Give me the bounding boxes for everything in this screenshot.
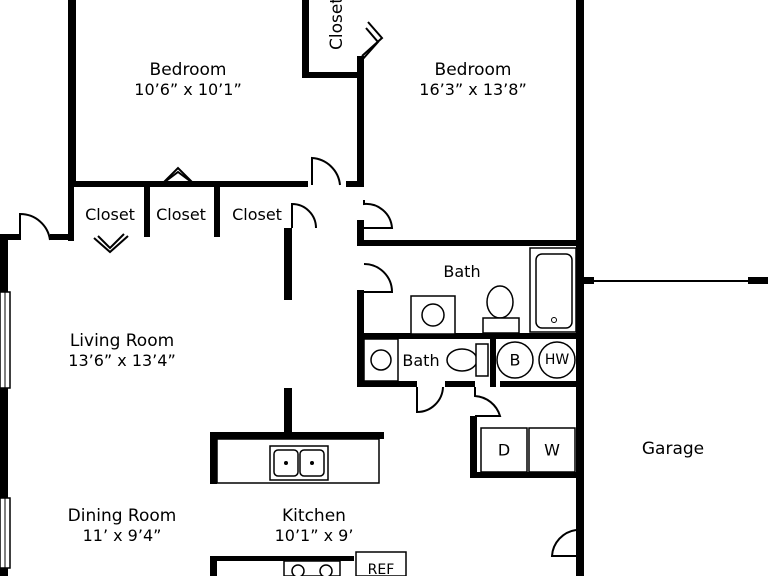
closet-label-2: Closet [156,205,206,224]
room-name: Bedroom [149,60,227,80]
room-name: Kitchen [282,506,346,526]
room-name: Garage [641,439,705,459]
room-name: Bath [443,262,481,281]
bath-half-label: Bath [402,351,439,371]
room-dimensions: 10’1” x 9’ [274,526,354,545]
boiler-label: B [509,350,521,370]
kitchen-label: Kitchen 10’1” x 9’ [275,506,354,546]
closet-label-3: Closet [232,205,282,224]
fixtures [216,247,577,576]
room-dimensions: 10’6” x 10’1” [134,80,242,99]
water-heater-label: HW [544,352,570,368]
closet-label-top: Closet [327,0,347,50]
bath-main-label: Bath [443,262,480,282]
washer-label: W [544,440,560,460]
garage-label: Garage [642,439,704,459]
room-name: Dining Room [67,506,177,526]
bedroom-left-label: Bedroom 10’6” x 10’1” [134,60,241,100]
room-name: Bath [402,351,440,370]
room-dimensions: 11’ x 9’4” [82,526,162,545]
room-dimensions: 16’3” x 13’8” [419,80,527,99]
dryer-label: D [497,440,511,460]
room-name: Bedroom [434,60,512,80]
living-room-label: Living Room 13’6” x 13’4” [68,331,175,371]
closet-label-1: Closet [85,205,135,224]
dining-room-label: Dining Room 11’ x 9’4” [68,506,177,546]
refrigerator-label: REF [367,562,395,578]
room-name: Living Room [69,331,175,351]
room-dimensions: 13’6” x 13’4” [68,351,176,370]
bedroom-right-label: Bedroom 16’3” x 13’8” [419,60,526,100]
door-swings [19,21,577,557]
